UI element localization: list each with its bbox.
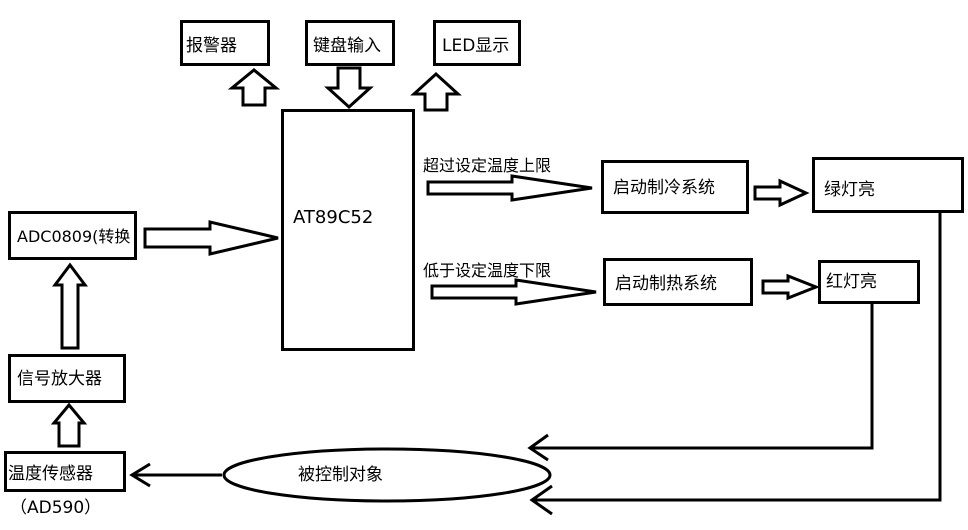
green-light-box <box>812 157 964 213</box>
feedback-line-red <box>530 304 874 450</box>
arrow-to-green <box>753 178 810 208</box>
green-light-label: 绿灯亮 <box>824 180 875 200</box>
arrow-from-keyboard <box>324 66 374 110</box>
sensor-label: 温度传感器 <box>8 464 93 484</box>
adc-label: ADC0809(转换 <box>17 227 131 246</box>
alarm-box <box>180 20 270 66</box>
alarm-label: 报警器 <box>186 36 237 56</box>
amplifier-label: 信号放大器 <box>17 369 102 389</box>
amplifier-box <box>8 354 126 403</box>
controlled-object-label: 被控制对象 <box>298 465 383 485</box>
mcu-label: AT89C52 <box>293 207 374 228</box>
upper-limit-label: 超过设定温度上限 <box>423 156 552 175</box>
keyboard-box <box>305 20 395 66</box>
arrow-sensor-to-amp <box>50 402 88 448</box>
arrow-to-alarm <box>227 68 281 107</box>
heating-box <box>603 258 753 306</box>
arrow-to-red <box>761 273 821 301</box>
sensor-box <box>4 451 126 492</box>
sensor-model-label: （AD590） <box>10 498 102 518</box>
object-to-sensor-arrowhead <box>129 462 151 488</box>
controlled-object-ellipse <box>222 447 552 503</box>
red-light-box <box>818 260 920 304</box>
mcu-box <box>281 109 415 351</box>
adc-box <box>8 211 137 260</box>
arrow-amp-to-adc <box>52 262 88 350</box>
cooling-box <box>601 160 749 214</box>
feedback-arrowhead-red <box>527 433 549 462</box>
feedback-arrowhead-green <box>529 484 553 516</box>
arrow-adc-to-mcu <box>143 220 279 256</box>
led-box <box>433 20 521 66</box>
arrow-to-heating <box>430 278 597 306</box>
arrow-to-led <box>410 71 462 112</box>
keyboard-label: 键盘输入 <box>313 36 381 56</box>
red-light-label: 红灯亮 <box>826 272 877 292</box>
lower-limit-label: 低于设定温度下限 <box>423 261 552 280</box>
heating-label: 启动制热系统 <box>615 274 717 294</box>
led-label: LED显示 <box>442 36 510 56</box>
feedback-line-green <box>532 212 942 502</box>
cooling-label: 启动制冷系统 <box>613 178 715 198</box>
arrow-to-cooling <box>426 174 593 202</box>
